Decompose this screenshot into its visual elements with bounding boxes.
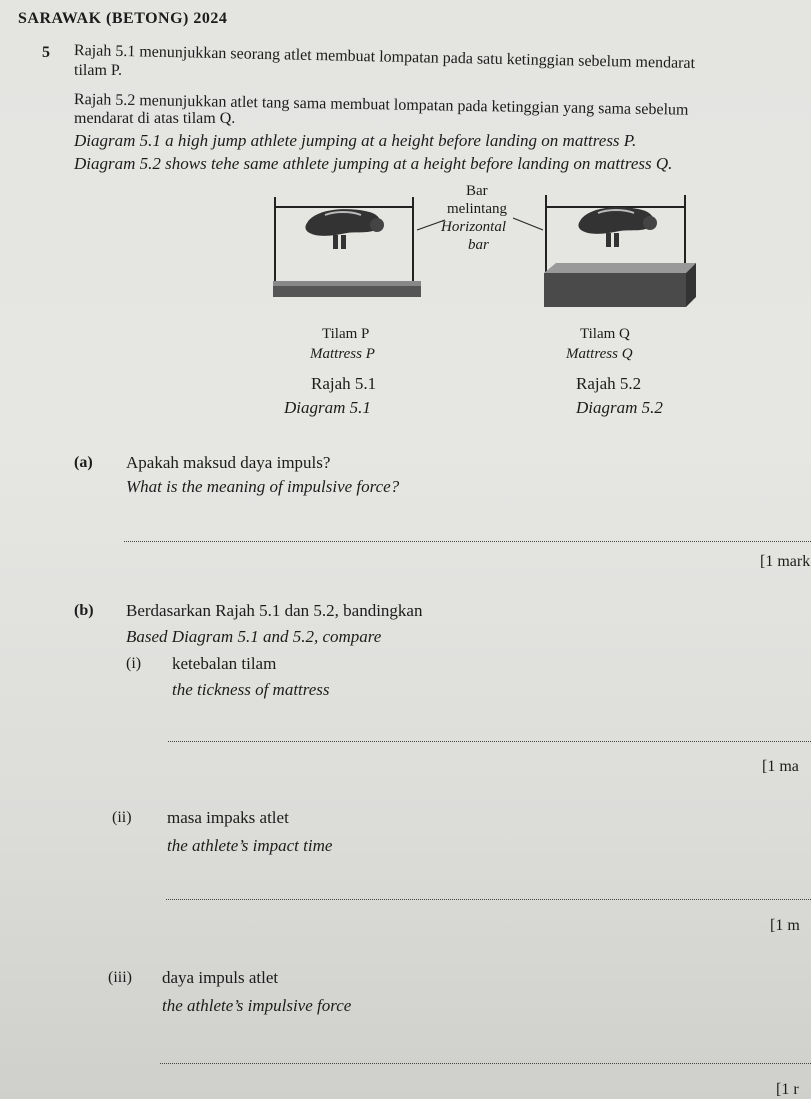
part-b-ii-question-ms: masa impaks atlet — [167, 808, 289, 827]
exam-header: SARAWAK (BETONG) 2024 — [18, 10, 228, 27]
mattress-p-label-ms: Tilam P — [322, 326, 370, 342]
bar-label-ms-2: melintang — [447, 201, 507, 217]
part-a-question-en: What is the meaning of impulsive force? — [126, 477, 400, 496]
mattress-p-label-en: Mattress P — [310, 346, 375, 362]
intro-ms-line-1: Rajah 5.1 menunjukkan seorang atlet memb… — [73, 42, 696, 73]
part-b-iii-label: (iii) — [108, 969, 132, 986]
question-number: 5 — [42, 44, 50, 61]
mattress-q-label-en: Mattress Q — [566, 346, 633, 362]
diagram-5-1-illustration — [273, 197, 421, 297]
part-b-i-label: (i) — [126, 655, 142, 672]
intro-en-line-2: Diagram 5.2 shows tehe same athlete jump… — [74, 154, 673, 173]
bar-label-en: Horizontal — [441, 219, 507, 235]
part-b-question-en: Based Diagram 5.1 and 5.2, compare — [126, 627, 382, 646]
bar-label-ms: Bar — [466, 183, 488, 199]
part-b-ii-marks: [1 m — [770, 917, 800, 934]
bar-leader-line — [416, 217, 544, 231]
part-a-question-ms: Apakah maksud daya impuls? — [126, 453, 331, 472]
intro-en-line-1: Diagram 5.1 a high jump athlete jumping … — [74, 131, 637, 150]
part-b-ii-answer-line[interactable] — [166, 899, 811, 900]
part-a-label: (a) — [74, 454, 93, 471]
part-b-iii-question-ms: daya impuls atlet — [162, 968, 279, 987]
part-b-ii-question-en: the athlete’s impact time — [167, 836, 333, 855]
part-b-ii-label: (ii) — [112, 809, 132, 826]
diagram-5-1-caption-ms: Rajah 5.1 — [311, 374, 377, 393]
part-b-iii-answer-line[interactable] — [160, 1063, 811, 1064]
part-b-question-ms: Berdasarkan Rajah 5.1 dan 5.2, bandingka… — [126, 601, 423, 620]
diagram-5-2-caption-en: Diagram 5.2 — [576, 398, 663, 417]
part-b-i-answer-line[interactable] — [168, 741, 811, 742]
part-a-marks: [1 mark — [760, 553, 811, 570]
bar-label-en-2: bar — [468, 237, 489, 253]
intro-ms-line-1b: tilam P. — [74, 62, 123, 79]
diagram-5-2-caption-ms: Rajah 5.2 — [576, 374, 642, 393]
intro-ms-line-2b: mendarat di atas tilam Q. — [74, 110, 236, 127]
part-b-iii-marks: [1 r — [776, 1081, 799, 1098]
part-b-label: (b) — [74, 602, 94, 619]
diagram-5-1-caption-en: Diagram 5.1 — [284, 398, 371, 417]
part-b-i-question-ms: ketebalan tilam — [172, 654, 277, 673]
part-b-i-question-en: the tickness of mattress — [172, 680, 330, 699]
part-a-answer-line[interactable] — [124, 541, 811, 542]
diagram-5-2-illustration — [544, 195, 696, 307]
part-b-i-marks: [1 ma — [762, 758, 799, 775]
part-b-iii-question-en: the athlete’s impulsive force — [162, 996, 352, 1015]
mattress-q-label-ms: Tilam Q — [580, 326, 630, 342]
